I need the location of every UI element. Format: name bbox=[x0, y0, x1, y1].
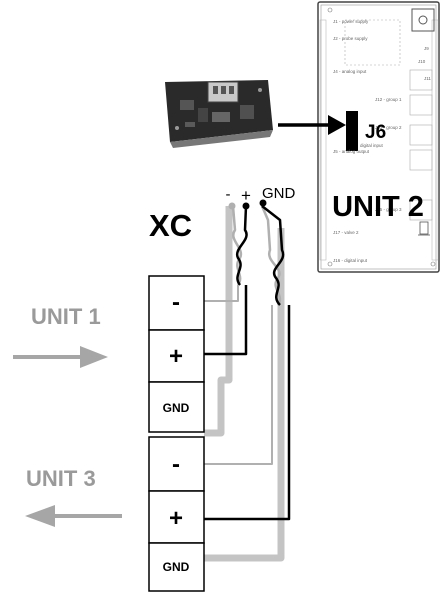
module-image bbox=[165, 80, 273, 148]
board-label-j11: J11 bbox=[424, 76, 431, 81]
unit2-label: UNIT 2 bbox=[332, 191, 424, 223]
unit1-minus-terminal: - bbox=[172, 289, 180, 316]
board-label-group1: J12 - group 1 bbox=[375, 97, 402, 102]
unit2-board: J1 - power supply J2 - probe supply J4 -… bbox=[317, 1, 440, 273]
board-label-digital-input-j6: digital input bbox=[360, 143, 384, 148]
board-label-digital-input: J16 - digital input bbox=[333, 258, 368, 263]
pointer-arrow bbox=[278, 115, 346, 135]
terminal-block-unit1: - + GND bbox=[148, 275, 205, 433]
j6-label: J6 bbox=[365, 122, 386, 143]
cable-minus-dot bbox=[228, 202, 236, 210]
cable-gnd-label: GND bbox=[262, 185, 296, 202]
unit1-gnd-terminal: GND bbox=[163, 401, 190, 415]
cable-minus-label: - bbox=[226, 186, 231, 203]
unit3-label: UNIT 3 bbox=[26, 466, 96, 491]
board-label-analog-output: J5 - analog output bbox=[333, 149, 370, 154]
unit1-label: UNIT 1 bbox=[31, 304, 101, 329]
cable-plus-dot bbox=[242, 202, 250, 210]
cable-plus-label: + bbox=[241, 186, 251, 205]
unit3-arrow-left bbox=[25, 505, 122, 527]
board-label-j9: J9 bbox=[424, 46, 429, 51]
board-label-power-supply: J1 - power supply bbox=[333, 19, 369, 24]
j6-connector bbox=[346, 111, 358, 151]
unit3-plus-terminal: + bbox=[169, 505, 183, 532]
xc-label: XC bbox=[149, 208, 192, 243]
cable-gnd-dot bbox=[259, 199, 267, 207]
unit3-gnd-terminal: GND bbox=[163, 560, 190, 574]
unit1-plus-terminal: + bbox=[169, 343, 183, 370]
board-label-j10: J10 bbox=[418, 59, 426, 64]
wiring bbox=[204, 205, 291, 562]
board-label-analog-input: J4 - analog input bbox=[333, 69, 367, 74]
unit1-arrow-right bbox=[13, 346, 108, 368]
terminal-block-unit3: - + GND bbox=[148, 436, 205, 592]
unit3-minus-terminal: - bbox=[172, 451, 180, 478]
board-label-probe-supply: J2 - probe supply bbox=[333, 36, 368, 41]
board-label-group2: J13 - group 2 bbox=[375, 125, 402, 130]
board-label-group3: J15 - group 3 bbox=[375, 207, 402, 212]
board-label-valve2: J17 - valve 2 bbox=[333, 230, 359, 235]
